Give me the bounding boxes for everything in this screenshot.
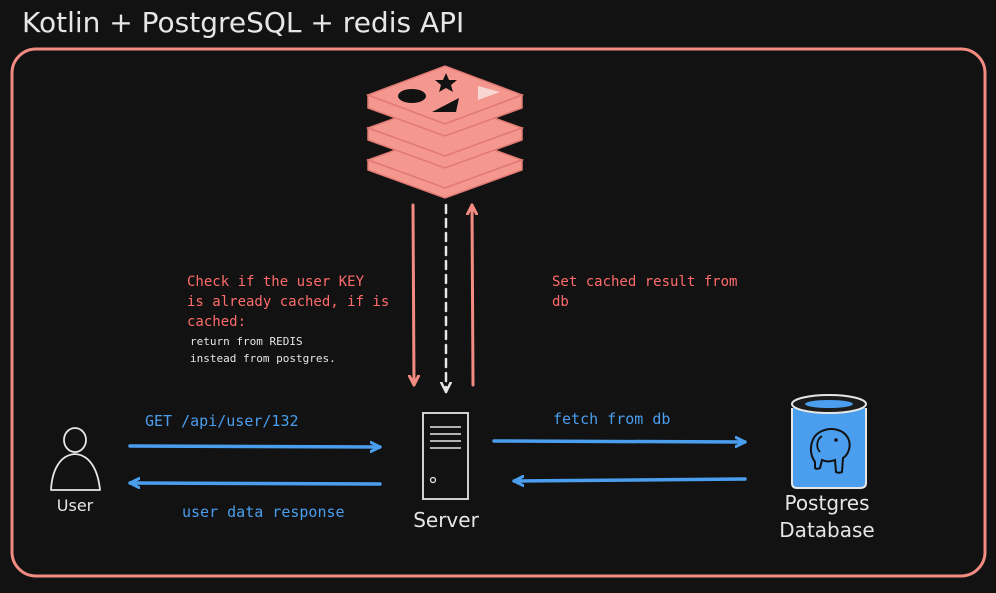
return-note-line-2: instead from postgres.	[190, 352, 336, 365]
check-cache-arrow	[413, 203, 414, 387]
set-cache-note: Set cached result from db	[552, 274, 737, 310]
user-label: User	[57, 496, 94, 515]
fetch-arrow	[492, 441, 747, 442]
set-cache-arrow	[472, 203, 473, 387]
check-note-line-1: Check if the user KEY	[187, 274, 365, 290]
set-note-line-1: Set cached result from	[552, 274, 737, 290]
response-arrow	[128, 483, 382, 484]
outer-frame	[10, 47, 987, 578]
server-icon	[422, 412, 469, 500]
postgres-elephant-icon	[791, 394, 867, 489]
server-label: Server	[413, 508, 479, 532]
user-icon	[50, 427, 101, 491]
set-note-line-2: db	[552, 294, 569, 310]
check-cache-note: Check if the user KEY is already cached,…	[187, 274, 389, 365]
diagram-title: Kotlin + PostgreSQL + redis API	[22, 6, 464, 39]
redis-logo-icon	[365, 65, 525, 199]
postgres-label-line-2: Database	[779, 518, 874, 542]
request-arrow	[128, 446, 382, 447]
postgres-label-line-1: Postgres	[784, 491, 869, 515]
fetch-label: fetch from db	[553, 410, 670, 428]
db-response-arrow	[512, 479, 747, 481]
response-label: user data response	[182, 503, 345, 521]
request-label: GET /api/user/132	[145, 412, 299, 430]
check-note-line-2: is already cached, if is	[187, 294, 389, 310]
check-note-line-3: cached:	[187, 314, 246, 330]
return-note-line-1: return from REDIS	[190, 335, 303, 348]
